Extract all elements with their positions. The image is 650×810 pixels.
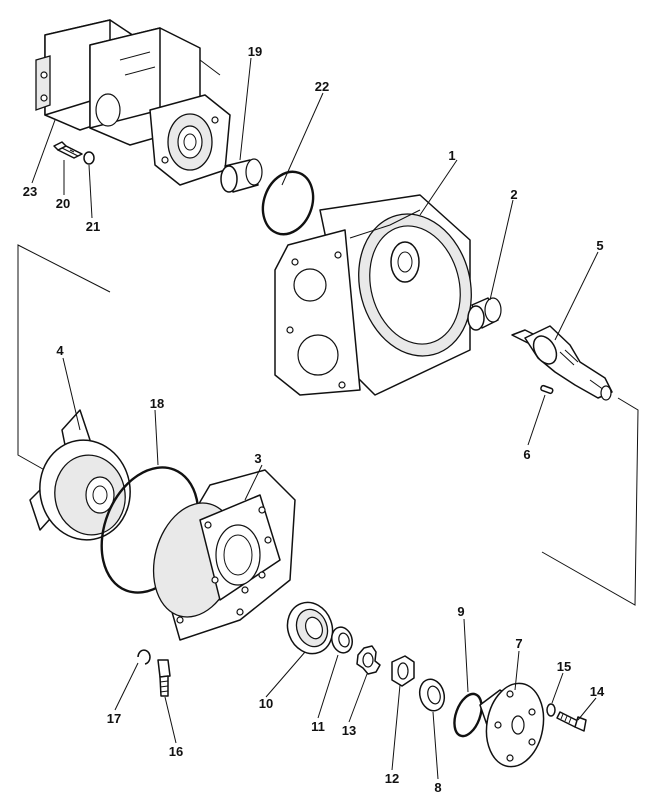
callout-16: 16 — [169, 744, 183, 759]
callout-4: 4 — [56, 343, 64, 358]
callout-11: 11 — [311, 719, 325, 734]
callout-21: 21 — [86, 219, 100, 234]
washer-part-21 — [83, 151, 95, 165]
cover-flange-part-3 — [152, 469, 296, 641]
bolt-part-14 — [556, 711, 587, 732]
guide-line-right — [541, 397, 639, 606]
callout-14: 14 — [590, 684, 605, 699]
hub-part-7 — [479, 682, 545, 768]
key-part-6 — [540, 384, 554, 395]
callout-19: 19 — [248, 44, 262, 59]
shaft-part-5 — [511, 325, 613, 401]
callout-7: 7 — [515, 636, 522, 651]
callout-2: 2 — [510, 187, 517, 202]
bolt-part-20 — [53, 141, 83, 159]
housing-part-1 — [274, 194, 472, 396]
snap-ring-part-17 — [137, 649, 151, 665]
bushing-part-2 — [467, 297, 502, 331]
callout-23: 23 — [23, 184, 37, 199]
callout-5: 5 — [596, 238, 603, 253]
o-ring-part-22 — [261, 170, 315, 236]
callout-8: 8 — [434, 780, 441, 795]
fan-part-4 — [29, 409, 131, 541]
callout-17: 17 — [107, 711, 121, 726]
pump-assembly-part-23 — [35, 19, 231, 186]
callout-18: 18 — [150, 396, 164, 411]
callout-20: 20 — [56, 196, 70, 211]
nut-part-12 — [391, 655, 415, 687]
callout-labels: 1 2 3 4 5 6 7 8 9 10 11 12 13 14 15 16 1… — [23, 44, 605, 795]
bearing-part-10 — [286, 601, 334, 655]
seal-part-8 — [418, 678, 446, 712]
lock-washer-part-13 — [356, 645, 381, 675]
callout-1: 1 — [448, 148, 455, 163]
bolt-part-16 — [157, 659, 171, 697]
leader-lines — [31, 57, 599, 780]
callout-12: 12 — [385, 771, 399, 786]
callout-9: 9 — [457, 604, 464, 619]
callout-3: 3 — [254, 451, 261, 466]
o-ring-part-9 — [453, 692, 483, 738]
callout-22: 22 — [315, 79, 329, 94]
callout-13: 13 — [342, 723, 356, 738]
washer-part-15 — [546, 703, 556, 717]
washer-part-11 — [331, 626, 353, 654]
callout-6: 6 — [523, 447, 530, 462]
callout-10: 10 — [259, 696, 273, 711]
callout-15: 15 — [557, 659, 571, 674]
bushing-part-19 — [220, 158, 263, 193]
